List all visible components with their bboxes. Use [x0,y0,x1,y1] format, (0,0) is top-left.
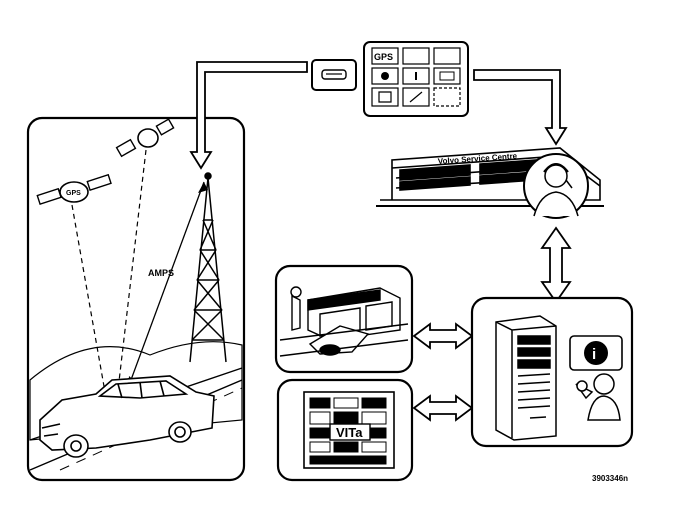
dealer-workshop-panel [274,264,414,374]
uplink-arrow [189,61,308,170]
vehicle-scene-panel: GPS AMPS [26,116,246,482]
double-arrow-dealer-server [412,322,474,350]
radio-tower-icon [189,172,227,363]
message-unit-gps-label: GPS [374,52,393,62]
gps-satellite-label: GPS [66,190,81,197]
double-arrow-vertical [540,226,572,304]
double-arrow-vita-server [412,394,474,422]
vita-label: VITa [336,425,363,440]
telematics-unit-icon [311,59,357,91]
info-sign-icon: i [569,335,623,371]
satellite-icon [115,118,175,158]
info-symbol-label: i [592,346,596,363]
satellite-icon: GPS [36,173,112,206]
vita-panel: VITa [276,378,414,482]
message-unit-panel: GPS [363,41,469,117]
server-panel: i [470,296,634,448]
workshop-building-icon [279,286,409,357]
downlink-arrow [473,69,568,146]
car-icon [39,375,215,458]
technician-icon [575,373,621,421]
figure-id-label: 3903346n [592,474,628,483]
operator-headset-icon [523,153,589,219]
amps-label: AMPS [148,268,174,278]
server-computer-icon [495,315,557,441]
